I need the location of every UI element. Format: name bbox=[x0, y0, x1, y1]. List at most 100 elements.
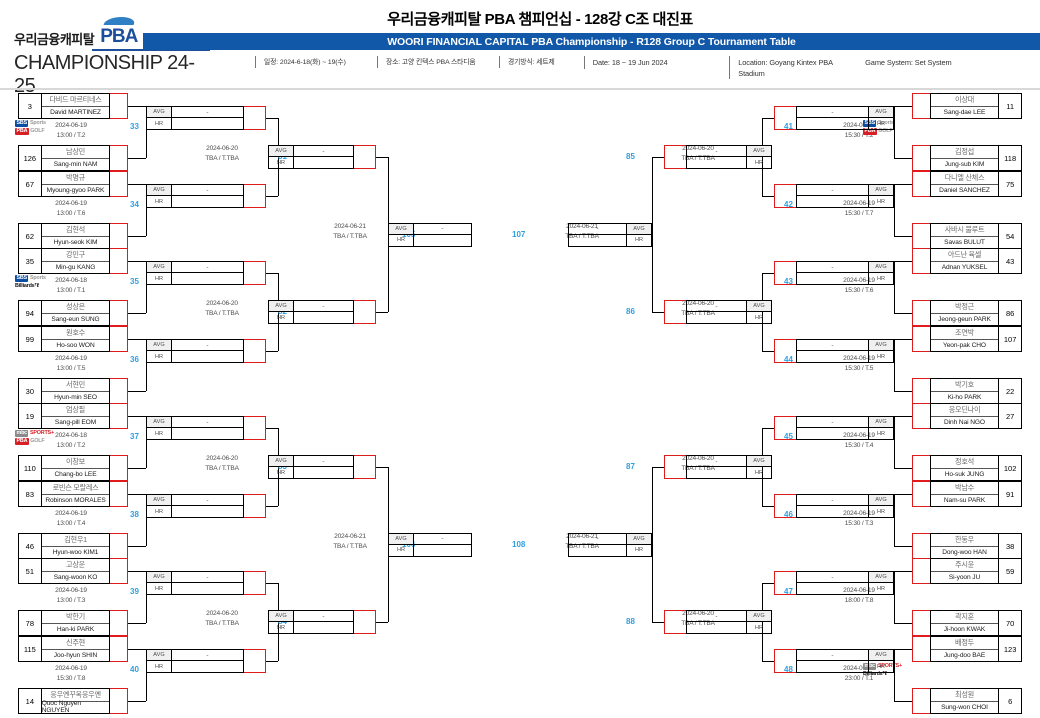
player-cell[interactable]: 35 강민구 Min-gu KANG bbox=[18, 248, 128, 274]
player-cell[interactable]: 115 신주현 Joo-hyun SHIN bbox=[18, 636, 128, 662]
match-result-box[interactable] bbox=[244, 416, 266, 440]
match-number[interactable]: 43 bbox=[784, 277, 793, 286]
match-result-box[interactable] bbox=[664, 455, 686, 479]
player-score-box[interactable] bbox=[912, 688, 930, 714]
player-score-box[interactable] bbox=[110, 455, 128, 481]
match-result-box[interactable] bbox=[244, 649, 266, 673]
player-cell[interactable]: 22 박기호 Ki-ho PARK bbox=[912, 378, 1022, 404]
match-result-box[interactable] bbox=[354, 300, 376, 324]
match-number[interactable]: 40 bbox=[130, 665, 139, 674]
player-cell[interactable]: 86 박정근 Jeong-geun PARK bbox=[912, 300, 1022, 326]
player-cell[interactable]: 110 이창보 Chang-bo LEE bbox=[18, 455, 128, 481]
match-result-cell[interactable]: AVG HR - bbox=[268, 610, 376, 634]
match-result-cell[interactable]: AVG HR - bbox=[146, 649, 266, 673]
player-score-box[interactable] bbox=[912, 455, 930, 481]
match-result-cell[interactable]: AVG HR - bbox=[774, 106, 894, 130]
player-score-box[interactable] bbox=[110, 300, 128, 326]
match-result-box[interactable] bbox=[774, 339, 796, 363]
match-result-box[interactable] bbox=[664, 610, 686, 634]
player-score-box[interactable] bbox=[110, 558, 128, 584]
player-score-box[interactable] bbox=[912, 223, 930, 249]
final-result-cell[interactable]: AVG HR - bbox=[388, 532, 472, 557]
match-result-box[interactable] bbox=[664, 300, 686, 324]
player-score-box[interactable] bbox=[110, 223, 128, 249]
match-number[interactable]: 38 bbox=[130, 510, 139, 519]
match-result-box[interactable] bbox=[244, 494, 266, 518]
match-result-cell[interactable]: AVG HR - bbox=[774, 261, 894, 285]
match-result-box[interactable] bbox=[774, 261, 796, 285]
match-number[interactable]: 108 bbox=[512, 539, 526, 549]
player-cell[interactable]: 46 김현우1 Hyun-woo KIM1 bbox=[18, 533, 128, 559]
player-score-box[interactable] bbox=[912, 145, 930, 171]
match-result-cell[interactable]: AVG HR - bbox=[268, 300, 376, 324]
player-cell[interactable]: 59 주시윤 Si-yoon JU bbox=[912, 558, 1022, 584]
player-cell[interactable]: 118 김정섭 Jung-sub KIM bbox=[912, 145, 1022, 171]
final-result-cell[interactable]: AVG HR - bbox=[568, 532, 652, 557]
match-result-box[interactable] bbox=[774, 571, 796, 595]
player-score-box[interactable] bbox=[912, 636, 930, 662]
match-result-cell[interactable]: AVG HR - bbox=[146, 184, 266, 208]
player-cell[interactable]: 75 다니엘 산체스 Daniel SANCHEZ bbox=[912, 171, 1022, 197]
match-number[interactable]: 46 bbox=[784, 510, 793, 519]
final-result-cell[interactable]: AVG HR - bbox=[388, 222, 472, 247]
player-cell[interactable]: 19 엄상필 Sang-pill EOM bbox=[18, 403, 128, 429]
match-result-cell[interactable]: AVG HR - bbox=[268, 455, 376, 479]
match-number[interactable]: 87 bbox=[626, 462, 635, 471]
match-result-box[interactable] bbox=[244, 261, 266, 285]
player-cell[interactable]: 30 서현민 Hyun-min SEO bbox=[18, 378, 128, 404]
match-result-cell[interactable]: AVG HR - bbox=[774, 571, 894, 595]
match-result-cell[interactable]: AVG HR - bbox=[774, 649, 894, 673]
player-score-box[interactable] bbox=[912, 558, 930, 584]
match-number[interactable]: 34 bbox=[130, 200, 139, 209]
match-number[interactable]: 107 bbox=[512, 229, 526, 239]
match-result-box[interactable] bbox=[774, 416, 796, 440]
match-number[interactable]: 48 bbox=[784, 665, 793, 674]
player-cell[interactable]: 62 김현석 Hyun-seok KIM bbox=[18, 223, 128, 249]
player-cell[interactable]: 70 곽지훈 Ji-hoon KWAK bbox=[912, 610, 1022, 636]
player-cell[interactable]: 83 로빈슨 모랄레스 Robinson MORALES bbox=[18, 481, 128, 507]
player-cell[interactable]: 14 응우옌꾸옥응우옌 Quoc Nguyen NGUYEN bbox=[18, 688, 128, 714]
match-number[interactable]: 37 bbox=[130, 432, 139, 441]
player-cell[interactable]: 38 한동우 Dong-woo HAN bbox=[912, 533, 1022, 559]
match-result-box[interactable] bbox=[354, 145, 376, 169]
player-cell[interactable]: 51 고상운 Sang-woon KO bbox=[18, 558, 128, 584]
player-cell[interactable]: 94 성상은 Sang-eun SUNG bbox=[18, 300, 128, 326]
player-score-box[interactable] bbox=[912, 248, 930, 274]
match-number[interactable]: 45 bbox=[784, 432, 793, 441]
player-cell[interactable]: 126 남상민 Sang-min NAM bbox=[18, 145, 128, 171]
match-result-box[interactable] bbox=[244, 571, 266, 595]
match-number[interactable]: 86 bbox=[626, 307, 635, 316]
match-result-box[interactable] bbox=[774, 184, 796, 208]
match-result-cell[interactable]: AVG HR - bbox=[146, 339, 266, 363]
player-cell[interactable]: 67 박명규 Myoung-gyoo PARK bbox=[18, 171, 128, 197]
match-number[interactable]: 42 bbox=[784, 200, 793, 209]
match-result-cell[interactable]: AVG HR - bbox=[146, 106, 266, 130]
player-cell[interactable]: 123 배정두 Jung-doo BAE bbox=[912, 636, 1022, 662]
match-result-cell[interactable]: AVG HR - bbox=[774, 416, 894, 440]
player-score-box[interactable] bbox=[110, 610, 128, 636]
player-score-box[interactable] bbox=[912, 93, 930, 119]
player-score-box[interactable] bbox=[110, 636, 128, 662]
player-score-box[interactable] bbox=[110, 688, 128, 714]
match-number[interactable]: 85 bbox=[626, 152, 635, 161]
player-cell[interactable]: 3 다비드 마르티네스 David MARTINEZ bbox=[18, 93, 128, 119]
match-result-cell[interactable]: AVG HR - bbox=[146, 571, 266, 595]
player-score-box[interactable] bbox=[912, 300, 930, 326]
player-score-box[interactable] bbox=[912, 171, 930, 197]
match-number[interactable]: 39 bbox=[130, 587, 139, 596]
player-score-box[interactable] bbox=[912, 326, 930, 352]
match-result-box[interactable] bbox=[354, 455, 376, 479]
match-number[interactable]: 33 bbox=[130, 122, 139, 131]
match-result-box[interactable] bbox=[244, 339, 266, 363]
player-score-box[interactable] bbox=[110, 533, 128, 559]
player-score-box[interactable] bbox=[110, 145, 128, 171]
match-result-cell[interactable]: AVG HR - bbox=[146, 416, 266, 440]
match-result-box[interactable] bbox=[354, 610, 376, 634]
player-cell[interactable]: 43 아드난 육셀 Adnan YUKSEL bbox=[912, 248, 1022, 274]
match-number[interactable]: 41 bbox=[784, 122, 793, 131]
player-cell[interactable]: 99 원호수 Ho-soo WON bbox=[18, 326, 128, 352]
player-score-box[interactable] bbox=[110, 378, 128, 404]
match-result-cell[interactable]: AVG HR - bbox=[664, 300, 772, 324]
player-score-box[interactable] bbox=[912, 378, 930, 404]
match-result-box[interactable] bbox=[774, 106, 796, 130]
